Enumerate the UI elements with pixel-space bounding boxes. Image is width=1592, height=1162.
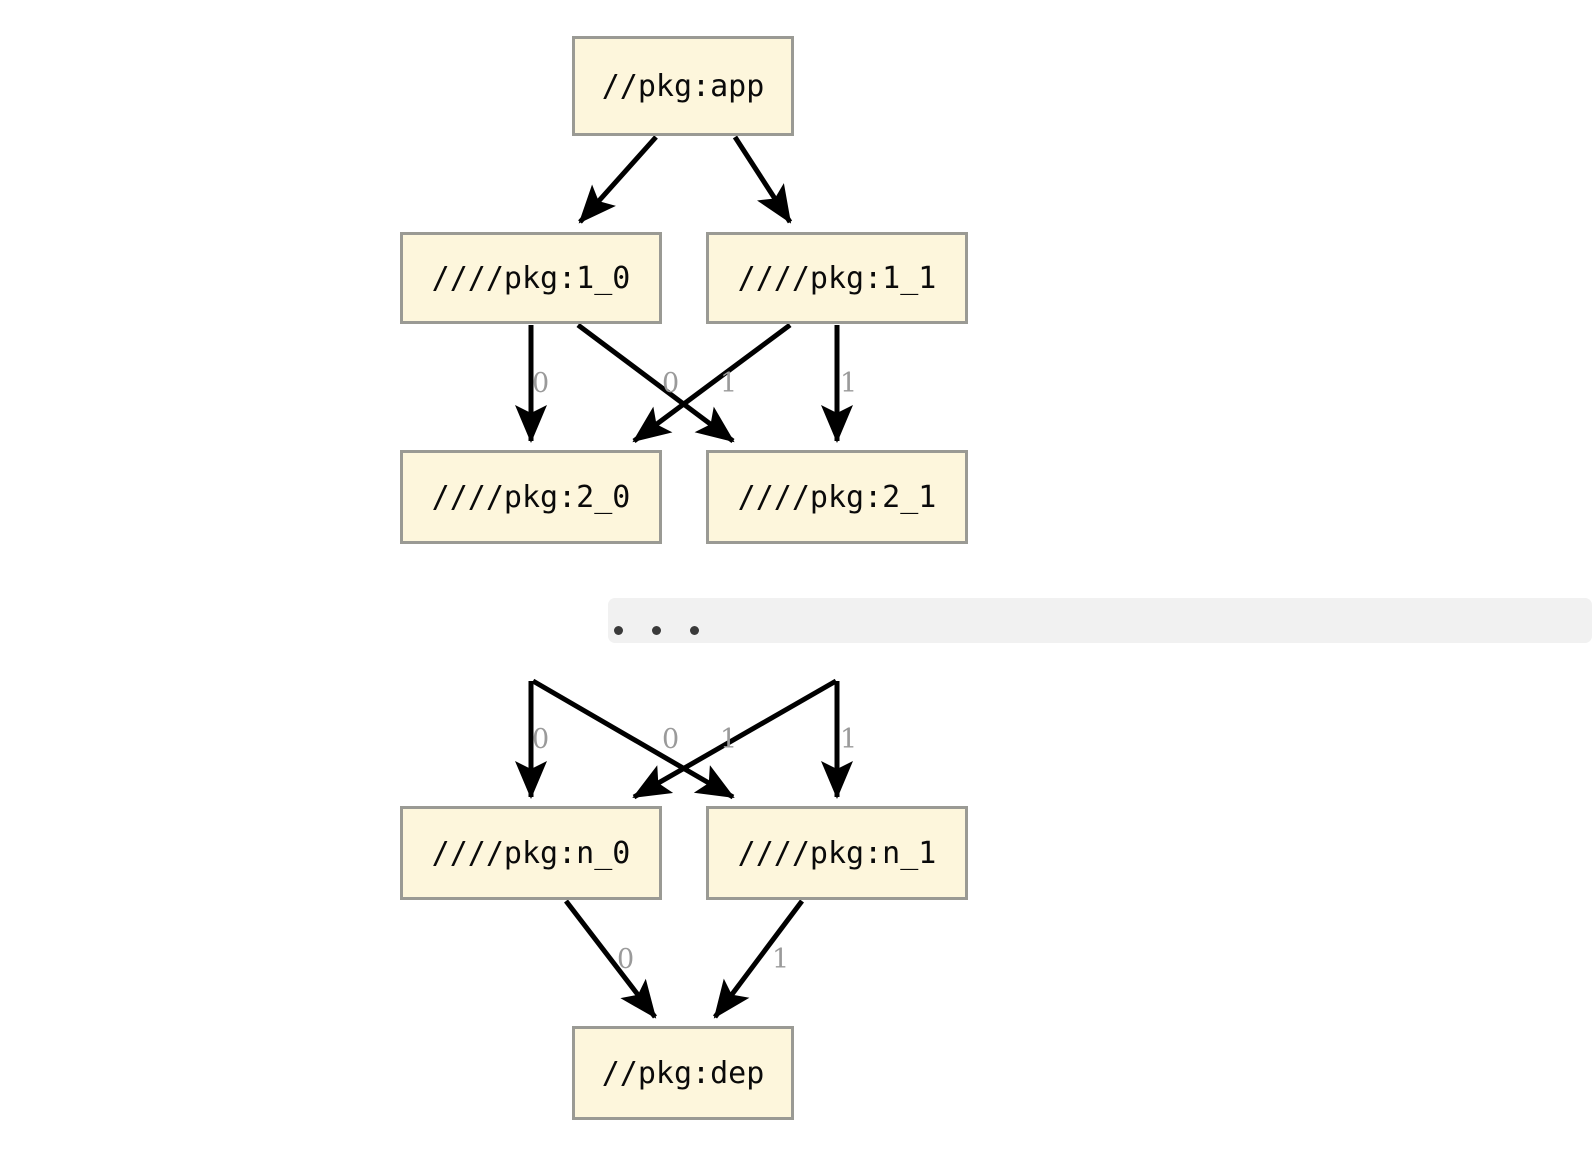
- edge-app-to-1_1: [732, 135, 793, 224]
- node-label: ////pkg:1_1: [737, 260, 937, 296]
- node-label: ////pkg:2_1: [737, 479, 937, 515]
- edge-label-top-0-a: 0: [532, 368, 550, 399]
- node-label: ////pkg:n_1: [737, 835, 937, 871]
- ellipsis-dots: [614, 626, 728, 635]
- node-label: ////pkg:n_0: [431, 835, 631, 871]
- node-label: ////pkg:2_0: [431, 479, 631, 515]
- edge-app-to-1_0: [578, 135, 658, 224]
- ellipsis-dot-icon: [614, 626, 623, 635]
- ellipsis-dot-icon: [690, 626, 699, 635]
- edge-above-to-n_0-cross: [632, 678, 838, 800]
- node-pkg-dep[interactable]: //pkg:dep: [572, 1026, 794, 1120]
- node-label: ////pkg:1_0: [431, 260, 631, 296]
- edge-label-top-1-b: 1: [840, 368, 858, 399]
- node-label: //pkg:app: [601, 68, 765, 104]
- ellipsis-dot-icon: [652, 626, 661, 635]
- edge-label-top-0-b: 0: [662, 368, 680, 399]
- ellipsis-band: [608, 598, 1592, 643]
- node-pkg-app[interactable]: //pkg:app: [572, 36, 794, 136]
- edge-label-dep-1: 1: [772, 944, 790, 975]
- edge-label-bottom-1-a: 1: [720, 724, 738, 755]
- node-pkg-1_0[interactable]: ////pkg:1_0: [400, 232, 662, 324]
- edge-1_1-to-2_0: [632, 322, 792, 444]
- node-pkg-2_1[interactable]: ////pkg:2_1: [706, 450, 968, 544]
- edge-n_0-to-dep: [564, 899, 657, 1019]
- edge-label-top-1-a: 1: [720, 368, 738, 399]
- edge-label-bottom-0-a: 0: [532, 724, 550, 755]
- node-pkg-2_0[interactable]: ////pkg:2_0: [400, 450, 662, 544]
- node-pkg-n_0[interactable]: ////pkg:n_0: [400, 806, 662, 900]
- node-pkg-1_1[interactable]: ////pkg:1_1: [706, 232, 968, 324]
- edge-label-bottom-1-b: 1: [840, 724, 858, 755]
- edge-1_0-to-2_1: [576, 322, 735, 444]
- edge-above-to-n_1-cross: [531, 678, 735, 800]
- edge-label-dep-0: 0: [617, 944, 635, 975]
- node-pkg-n_1[interactable]: ////pkg:n_1: [706, 806, 968, 900]
- node-label: //pkg:dep: [601, 1055, 765, 1091]
- edge-label-bottom-0-b: 0: [662, 724, 680, 755]
- edge-n_1-to-dep: [713, 899, 804, 1019]
